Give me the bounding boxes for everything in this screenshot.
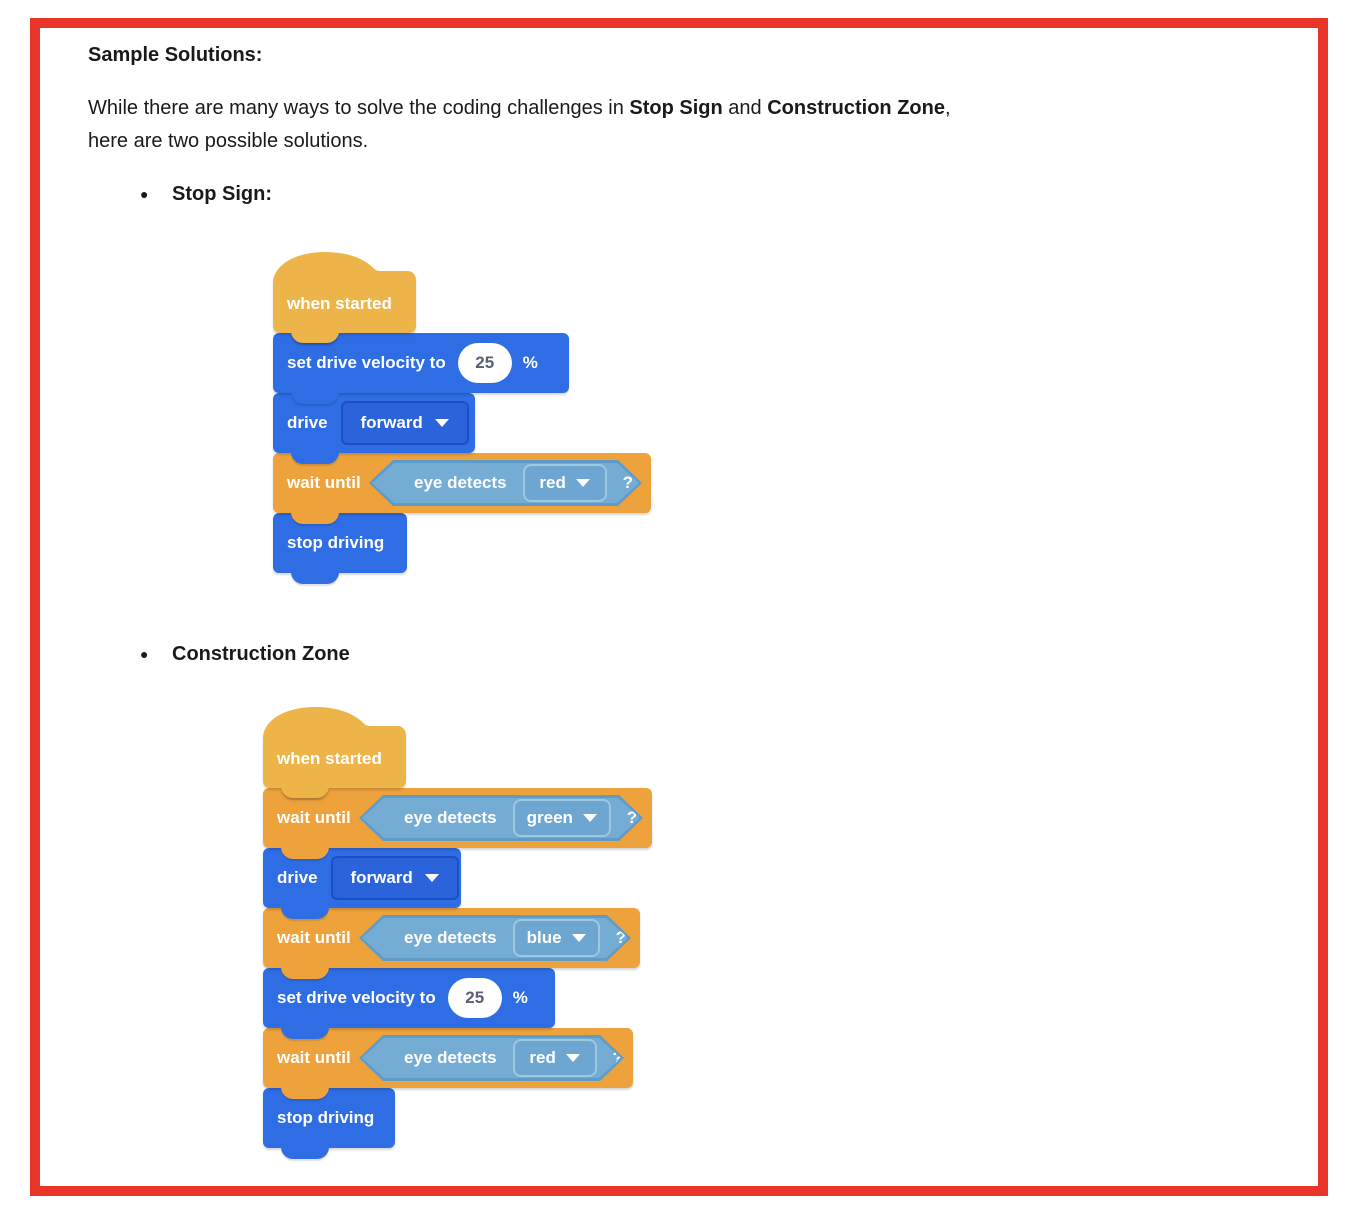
block-label: wait until (277, 808, 351, 827)
wait-until-block[interactable]: wait until eye detects green ? (263, 788, 652, 859)
eye-detects-boolean-block[interactable]: eye detects green ? (359, 795, 643, 841)
block-bump (281, 1087, 329, 1099)
bullet-label: Stop Sign: (172, 183, 272, 205)
condition-label: eye detects (404, 808, 497, 827)
bullet-icon: ● (140, 185, 149, 202)
when-started-block[interactable]: when started (273, 250, 416, 343)
intro-paragraph: While there are many ways to solve the c… (88, 92, 951, 158)
block-bump (291, 331, 339, 343)
block-bump (281, 967, 329, 979)
block-bump (281, 1147, 329, 1159)
block-bump (281, 907, 329, 919)
percent-label: % (512, 988, 528, 1007)
block-stack-construction-zone: when started wait until eye detects gree… (263, 705, 683, 1185)
block-bump (291, 512, 339, 524)
eye-detects-boolean-block[interactable]: eye detects red ? (359, 1035, 624, 1081)
block-bump (291, 452, 339, 464)
block-bump (291, 392, 339, 404)
dropdown-value: red (539, 473, 566, 492)
block-label: set drive velocity to (287, 353, 446, 372)
dropdown-value: forward (360, 413, 423, 432)
dropdown-value: blue (526, 928, 562, 947)
set-drive-velocity-block[interactable]: set drive velocity to 25 % (273, 333, 569, 404)
eye-detects-boolean-block[interactable]: eye detects red ? (369, 460, 642, 506)
block-label: when started (287, 294, 392, 313)
block-label: when started (277, 749, 382, 768)
block-label: wait until (277, 1048, 351, 1067)
drive-direction-dropdown[interactable]: forward (330, 856, 459, 900)
block-bump (281, 1027, 329, 1039)
block-bump (281, 786, 329, 798)
drive-direction-dropdown[interactable]: forward (340, 401, 469, 445)
question-mark-label: ? (622, 473, 634, 492)
page-title: Sample Solutions: (88, 44, 263, 66)
intro-line-2: here are two possible solutions. (88, 130, 369, 152)
bullet-construction-zone: ● Construction Zone (140, 643, 350, 666)
dropdown-caret-icon (583, 814, 597, 822)
boolean-inner: eye detects blue ? (362, 918, 628, 958)
intro-line-1: While there are many ways to solve the c… (88, 97, 951, 119)
bullet-icon: ● (140, 645, 149, 662)
dropdown-caret-icon (424, 874, 439, 882)
hat-shape (263, 707, 406, 788)
color-dropdown[interactable]: green (513, 799, 611, 837)
block-label: wait until (287, 473, 361, 492)
bullet-stop-sign: ● Stop Sign: (140, 183, 272, 206)
block-label: drive (277, 868, 318, 887)
challenge-name-construction-zone: Construction Zone (767, 97, 945, 119)
question-mark-label: ? (612, 1048, 624, 1067)
condition-label: eye detects (404, 928, 497, 947)
wait-until-block[interactable]: wait until eye detects red ? (273, 453, 651, 524)
stop-driving-block[interactable]: stop driving (273, 513, 407, 584)
when-started-block[interactable]: when started (263, 705, 406, 798)
block-stack-stop-sign: when started set drive velocity to 25 % … (273, 250, 693, 650)
wait-until-block[interactable]: wait until eye detects red ? (263, 1028, 633, 1099)
dropdown-caret-icon (576, 479, 590, 487)
wait-until-block[interactable]: wait until eye detects blue ? (263, 908, 640, 979)
percent-label: % (522, 353, 538, 372)
question-mark-label: ? (626, 808, 638, 827)
condition-label: eye detects (404, 1048, 497, 1067)
eye-detects-boolean-block[interactable]: eye detects blue ? (359, 915, 631, 961)
stop-driving-block[interactable]: stop driving (263, 1088, 395, 1159)
block-bump (291, 572, 339, 584)
bullet-label: Construction Zone (172, 643, 350, 665)
dropdown-caret-icon (434, 419, 449, 427)
dropdown-caret-icon (566, 1054, 580, 1062)
dropdown-caret-icon (572, 934, 586, 942)
block-label: stop driving (287, 533, 385, 552)
boolean-inner: eye detects red ? (362, 1038, 621, 1078)
dropdown-value: forward (350, 868, 413, 887)
hat-shape (273, 252, 416, 333)
condition-label: eye detects (414, 473, 507, 492)
boolean-inner: eye detects red ? (372, 463, 639, 503)
block-label: drive (287, 413, 328, 432)
question-mark-label: ? (615, 928, 626, 947)
block-label: set drive velocity to (277, 988, 436, 1007)
challenge-name-stop-sign: Stop Sign (629, 97, 723, 119)
color-dropdown[interactable]: red (523, 464, 607, 502)
dropdown-value: red (529, 1048, 556, 1067)
block-label: wait until (277, 928, 351, 947)
block-bump (281, 847, 329, 859)
velocity-value-input[interactable]: 25 (447, 978, 502, 1018)
color-dropdown[interactable]: blue (513, 919, 600, 957)
boolean-inner: eye detects green ? (362, 798, 640, 838)
red-border-frame: Sample Solutions: While there are many w… (30, 18, 1328, 1196)
block-label: stop driving (277, 1108, 375, 1127)
color-dropdown[interactable]: red (513, 1039, 597, 1077)
velocity-value-input[interactable]: 25 (457, 343, 512, 383)
dropdown-value: green (526, 808, 573, 827)
